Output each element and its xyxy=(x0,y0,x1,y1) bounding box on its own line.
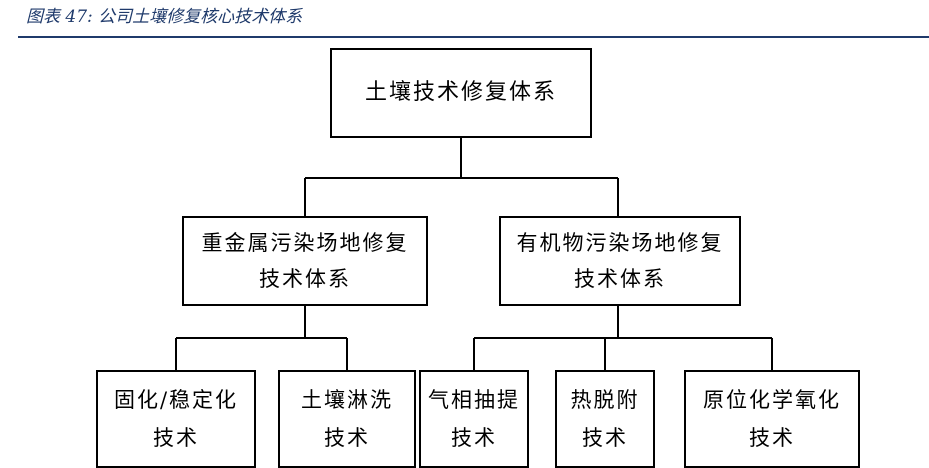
leaf-node-soil-washing: 土壤淋洗 技术 xyxy=(278,370,416,468)
leaf-node-label: 原位化学氧化 技术 xyxy=(703,388,841,450)
caption-rule xyxy=(18,36,929,38)
leaf-node-label: 气相抽提 技术 xyxy=(428,388,520,450)
leaf-node-thermal-desorption: 热脱附 技术 xyxy=(555,370,655,468)
leaf-node-label: 土壤淋洗 技术 xyxy=(301,388,393,450)
leaf-node-label: 固化/稳定化 技术 xyxy=(113,388,239,450)
root-node: 土壤技术修复体系 xyxy=(330,48,592,138)
branch-node-organic: 有机物污染场地修复 技术体系 xyxy=(499,216,741,306)
leaf-node-solidification: 固化/稳定化 技术 xyxy=(96,370,256,468)
branch-node-label: 重金属污染场地修复 技术体系 xyxy=(201,231,409,291)
leaf-node-label: 热脱附 技术 xyxy=(570,388,640,450)
branch-node-heavy-metal: 重金属污染场地修复 技术体系 xyxy=(182,216,428,306)
branch-node-label: 有机物污染场地修复 技术体系 xyxy=(516,231,724,291)
leaf-node-vapor-extraction: 气相抽提 技术 xyxy=(419,370,529,468)
figure-caption: 图表 47: 公司土壤修复核心技术体系 xyxy=(26,7,303,27)
leaf-node-chemical-oxidation: 原位化学氧化 技术 xyxy=(684,370,860,468)
root-node-label: 土壤技术修复体系 xyxy=(364,80,557,105)
